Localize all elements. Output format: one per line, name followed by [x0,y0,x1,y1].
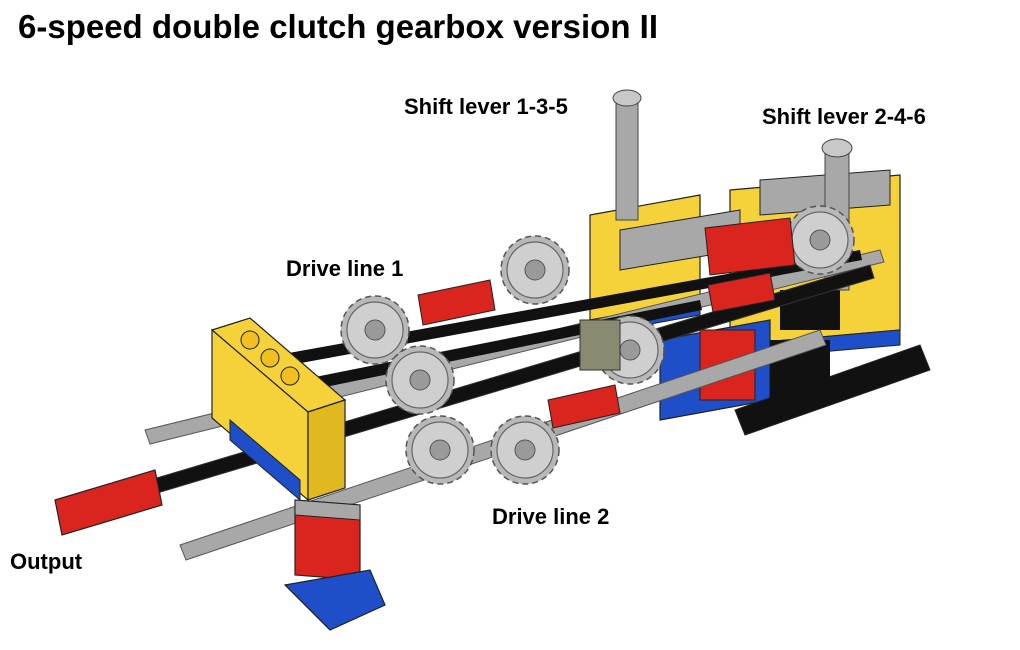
drive-line-1-label: Drive line 1 [286,256,404,281]
output-label: Output [10,549,83,574]
shift-lever-135-part [612,89,642,221]
front-frame [210,317,386,631]
red-connectors [54,217,796,536]
shift-lever-135-label: Shift lever 1-3-5 [404,94,568,119]
shift-lever-246-label: Shift lever 2-4-6 [762,104,926,129]
diagram-title: 6-speed double clutch gearbox version II [18,8,658,45]
drive-line-2-label: Drive line 2 [492,504,610,529]
gears [340,205,855,485]
